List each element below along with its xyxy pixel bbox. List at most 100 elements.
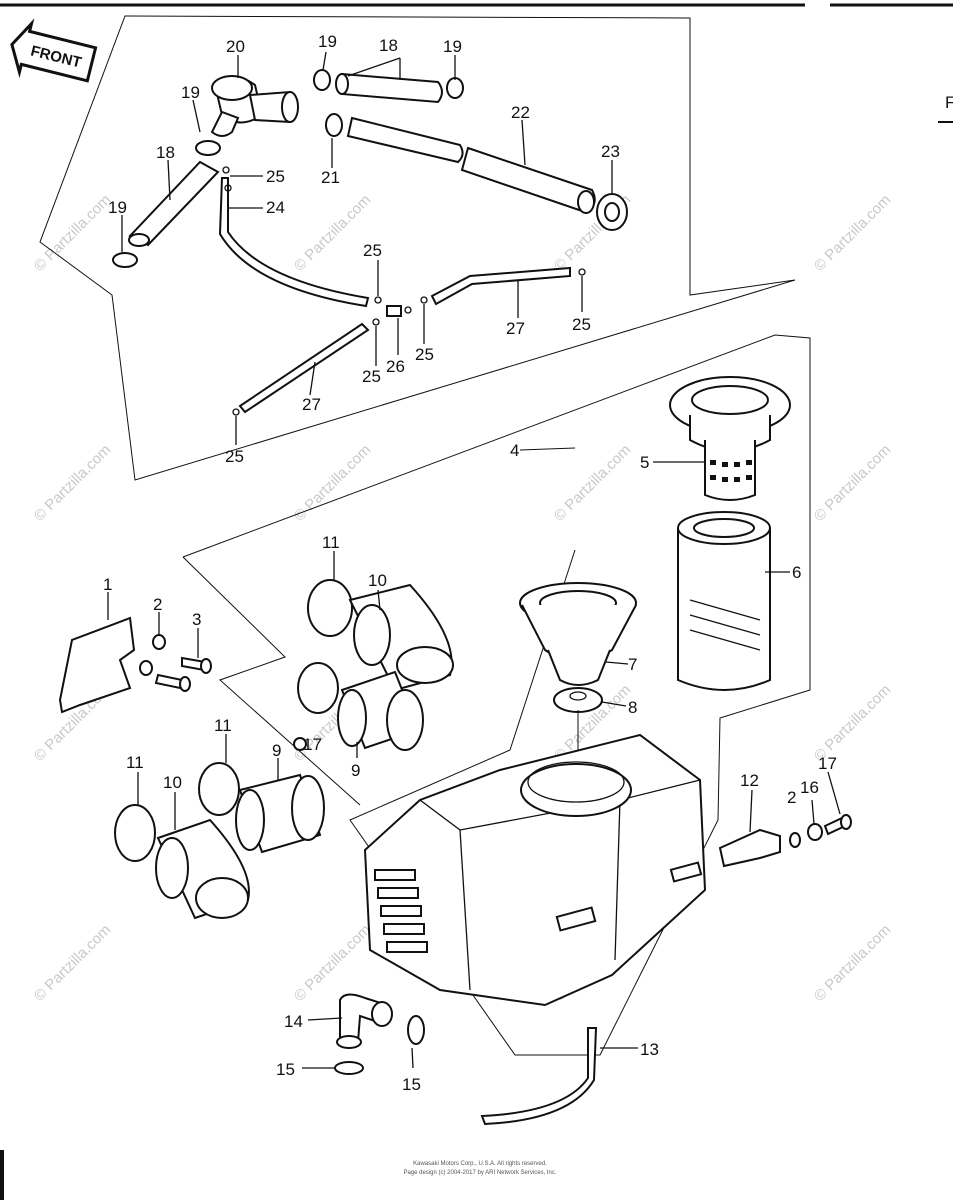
bolt-3-lower — [154, 673, 191, 692]
leader-4 — [519, 447, 576, 451]
duct-10-upper — [348, 583, 454, 692]
label-25: 25 — [362, 367, 381, 386]
watermark: © Partzilla.com — [31, 921, 114, 1004]
label-10: 10 — [368, 571, 387, 590]
bracket-12 — [718, 828, 781, 868]
hose-18-upper — [335, 72, 443, 104]
label-23: 23 — [601, 142, 620, 161]
o-ring-11-upper — [307, 579, 353, 637]
duct-10-lower — [155, 818, 250, 920]
group-outline-air-cleaner — [182, 334, 811, 1056]
bolt-3-upper — [181, 656, 212, 674]
label-21: 21 — [321, 168, 340, 187]
label-1: 1 — [103, 575, 112, 594]
clips-25 — [222, 166, 586, 416]
label-26: 26 — [386, 357, 405, 376]
label-27: 27 — [506, 319, 525, 338]
clamp-21 — [325, 113, 343, 137]
clamps-19 — [112, 69, 464, 268]
three-way-joint-20 — [210, 75, 299, 137]
watermark: © Partzilla.com — [811, 191, 894, 274]
front-arrow: FRONT — [10, 18, 98, 83]
connector-9-lower — [235, 773, 325, 854]
watermark: © Partzilla.com — [811, 441, 894, 524]
group-outline-ducts — [182, 556, 361, 806]
corner-letter: F — [945, 93, 953, 112]
bolt-17-right — [823, 814, 852, 836]
washer-2-left — [152, 634, 166, 650]
air-box-housing — [363, 733, 707, 1007]
drain-tube-13 — [480, 1027, 598, 1126]
footer-page-design: Page design (c) 2004-2017 by ARI Network… — [403, 1170, 557, 1176]
clip-17-left — [293, 737, 307, 751]
label-27: 27 — [302, 395, 321, 414]
label-19: 19 — [443, 37, 462, 56]
o-ring-11-mid — [297, 662, 339, 714]
label-2: 2 — [153, 595, 162, 614]
hose-24 — [218, 177, 370, 308]
label-3: 3 — [192, 610, 201, 629]
clamp-15-left — [334, 1061, 364, 1075]
washer-2-left-lower — [139, 660, 153, 676]
watermark: © Partzilla.com — [551, 441, 634, 524]
label-14: 14 — [284, 1012, 303, 1031]
tube-27-left — [238, 322, 370, 414]
washer-2-right — [789, 832, 801, 848]
watermark: © Partzilla.com — [291, 191, 374, 274]
label-9: 9 — [272, 741, 281, 760]
footer-copyright: Kawasaki Motors Corp., U.S.A. All rights… — [413, 1161, 547, 1167]
label-12: 12 — [740, 771, 759, 790]
label-24: 24 — [266, 198, 285, 217]
connector-9-upper — [337, 670, 424, 751]
label-9: 9 — [351, 761, 360, 780]
label-11: 11 — [214, 716, 232, 735]
label-19: 19 — [108, 198, 127, 217]
label-10: 10 — [163, 773, 182, 792]
filter-element-6 — [677, 511, 771, 691]
bracket-1 — [58, 616, 136, 714]
label-13: 13 — [640, 1040, 659, 1059]
left-edge-mark — [0, 1150, 4, 1200]
label-8: 8 — [628, 698, 637, 717]
vent-slots — [374, 869, 428, 953]
cap-5 — [669, 376, 791, 501]
tube-27-right — [430, 266, 571, 306]
label-25: 25 — [363, 241, 382, 260]
watermark: © Partzilla.com — [811, 681, 894, 764]
o-ring-11-lower-left — [114, 804, 156, 862]
label-15: 15 — [402, 1075, 421, 1094]
label-25: 25 — [415, 345, 434, 364]
group-outline-hoses — [39, 15, 796, 481]
watermark: © Partzilla.com — [291, 921, 374, 1004]
o-ring-11-lower-right — [198, 762, 240, 816]
grommet-23 — [596, 193, 628, 231]
hose-22 — [346, 116, 596, 214]
label-16: 16 — [800, 778, 819, 797]
elbow-14 — [336, 993, 393, 1049]
washer-16 — [807, 823, 823, 841]
label-11: 11 — [322, 533, 340, 552]
leader-lines — [107, 51, 841, 1069]
label-25: 25 — [572, 315, 591, 334]
label-19: 19 — [318, 32, 337, 51]
watermark: © Partzilla.com — [811, 921, 894, 1004]
label-17: 17 — [303, 735, 322, 754]
label-5: 5 — [640, 453, 649, 472]
label-20: 20 — [226, 37, 245, 56]
part-labels: 20 19 18 19 19 18 19 25 24 21 22 23 25 2… — [103, 32, 837, 1094]
joint-26 — [386, 305, 412, 317]
label-17: 17 — [818, 754, 837, 773]
watermark: © Partzilla.com — [31, 441, 114, 524]
label-18: 18 — [156, 143, 175, 162]
label-6: 6 — [792, 563, 801, 582]
hose-18-lower — [128, 160, 220, 247]
grommet-8 — [553, 687, 603, 713]
label-7: 7 — [628, 655, 637, 674]
label-11: 11 — [126, 753, 144, 772]
label-19: 19 — [181, 83, 200, 102]
clamp-15-right — [407, 1015, 425, 1045]
label-18: 18 — [379, 36, 398, 55]
funnel-7 — [519, 582, 637, 686]
label-2: 2 — [787, 788, 796, 807]
